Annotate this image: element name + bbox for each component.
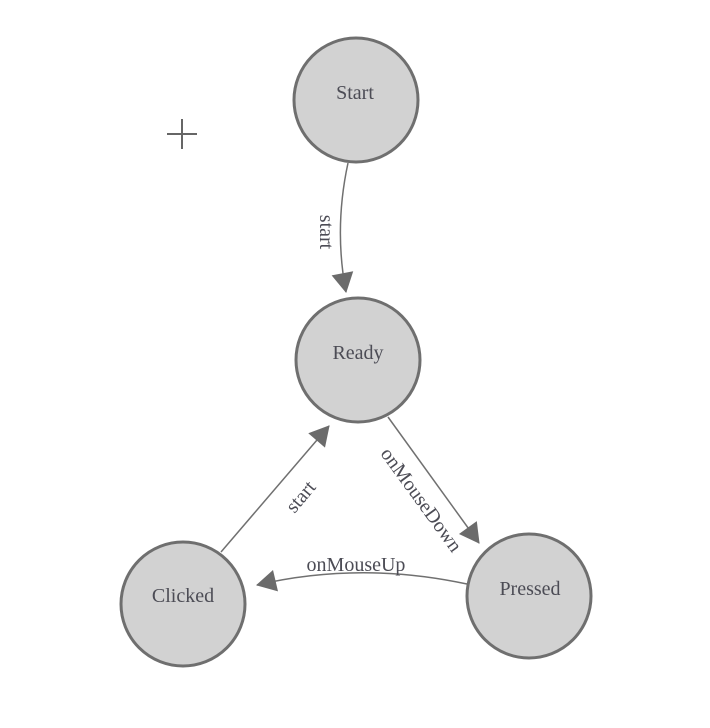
edge-pressed-to-clicked[interactable]: onMouseUp xyxy=(256,554,468,592)
node-start-circle xyxy=(292,36,420,164)
node-clicked-circle xyxy=(119,540,247,668)
node-pressed[interactable]: Pressed xyxy=(465,532,593,660)
node-ready[interactable]: Ready xyxy=(294,296,422,424)
edge-start-to-ready[interactable]: start xyxy=(315,162,354,293)
node-pressed-label: Pressed xyxy=(499,578,560,600)
plus-crosshair-icon xyxy=(167,119,197,149)
node-ready-label: Ready xyxy=(332,342,383,364)
node-ready-circle xyxy=(294,296,422,424)
node-clicked[interactable]: Clicked xyxy=(119,540,247,668)
node-clicked-label: Clicked xyxy=(152,585,214,607)
edge-label-pressed-to-clicked[interactable]: onMouseUp xyxy=(307,554,406,576)
node-start-label: Start xyxy=(336,82,374,104)
edge-label-clicked-to-ready[interactable]: start xyxy=(282,476,321,517)
node-start[interactable]: Start xyxy=(292,36,420,164)
edge-clicked-to-ready[interactable]: start xyxy=(220,425,330,553)
edge-ready-to-pressed[interactable]: onMouseDown xyxy=(376,416,480,557)
node-pressed-circle xyxy=(465,532,593,660)
edge-label-start-to-ready[interactable]: start xyxy=(315,215,337,250)
edge-label-ready-to-pressed[interactable]: onMouseDown xyxy=(376,444,466,557)
